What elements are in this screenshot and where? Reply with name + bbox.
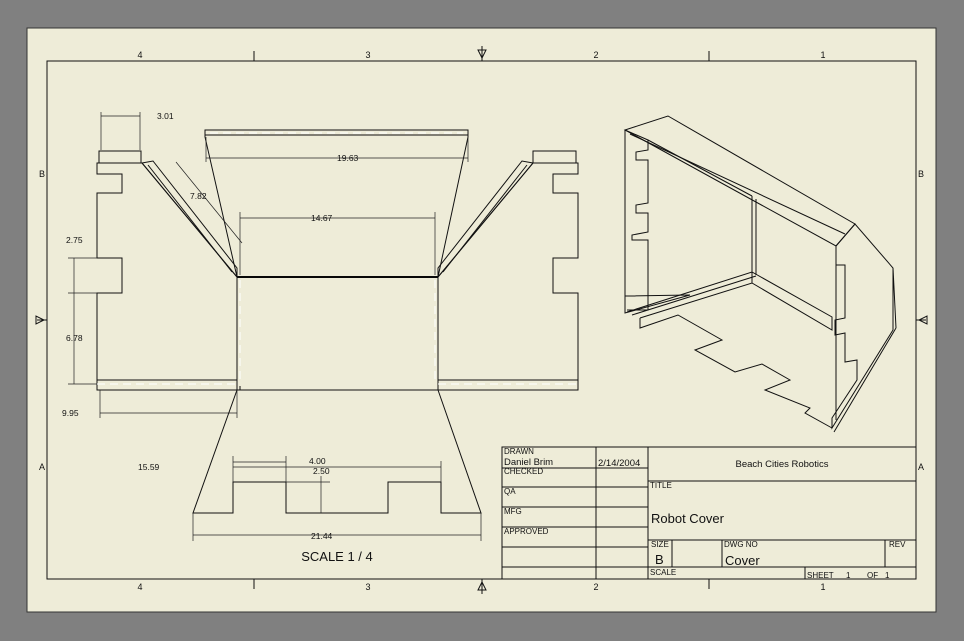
checked-label: CHECKED	[504, 467, 543, 476]
drawn-by: Daniel Brim	[504, 457, 553, 468]
rev-label: REV	[889, 540, 906, 549]
drawn-label: DRAWN	[504, 447, 534, 456]
zone-row-label: B	[918, 169, 924, 179]
dim-label: 2.50	[313, 466, 330, 476]
zone-col-label: 4	[137, 582, 142, 592]
zone-row-label: B	[39, 169, 45, 179]
dim-label: 6.78	[66, 333, 83, 343]
qa-label: QA	[504, 487, 516, 496]
bottom-panel	[192, 389, 482, 514]
isometric-view	[623, 115, 897, 433]
paper	[26, 27, 937, 613]
approved-label: APPROVED	[504, 527, 549, 536]
drawing-title: Robot Cover	[651, 511, 725, 526]
dim-label: 14.67	[311, 213, 333, 223]
dim-label: 3.01	[157, 111, 174, 121]
zone-row-label: A	[918, 462, 924, 472]
dim-label: 19.63	[337, 153, 359, 163]
size-value: B	[655, 552, 664, 567]
sheet-total: 1	[885, 571, 890, 580]
zone-col-label: 4	[137, 50, 142, 60]
dim-label: 4.00	[309, 456, 326, 466]
zone-row-label: A	[39, 462, 45, 472]
sheet-label: SHEET	[807, 571, 834, 580]
flat-pattern-view	[96, 129, 579, 514]
dim-label: 9.95	[62, 408, 79, 418]
drawn-date: 2/14/2004	[598, 458, 640, 469]
size-label: SIZE	[651, 540, 669, 549]
of-label: OF	[867, 571, 878, 580]
zone-col-label: 3	[365, 50, 370, 60]
dim-label: 7.82	[190, 191, 207, 201]
zone-ticks	[35, 46, 928, 594]
dwg-no-label: DWG NO	[724, 540, 758, 549]
title-block: DRAWN Daniel Brim 2/14/2004 CHECKED QA M…	[501, 446, 917, 580]
mfg-label: MFG	[504, 507, 522, 516]
company-name: Beach Cities Robotics	[736, 459, 829, 470]
dimensions: 3.01 19.63 7.82 14.67 2.75 6.78 9.95 4.0…	[62, 111, 482, 541]
zone-col-label: 3	[365, 582, 370, 592]
zone-col-label: 2	[593, 582, 598, 592]
scale-label: SCALE	[650, 568, 676, 577]
title-label: TITLE	[650, 481, 672, 490]
sheet-number: 1	[846, 571, 851, 580]
zone-col-label: 2	[593, 50, 598, 60]
zone-col-label: 1	[820, 50, 825, 60]
dwg-no-value: Cover	[725, 553, 760, 568]
top-panel	[204, 129, 469, 278]
scale-caption: SCALE 1 / 4	[301, 549, 373, 564]
dim-label: 21.44	[311, 531, 333, 541]
zone-col-label: 1	[820, 582, 825, 592]
dim-label: 15.59	[138, 462, 160, 472]
dim-label: 2.75	[66, 235, 83, 245]
